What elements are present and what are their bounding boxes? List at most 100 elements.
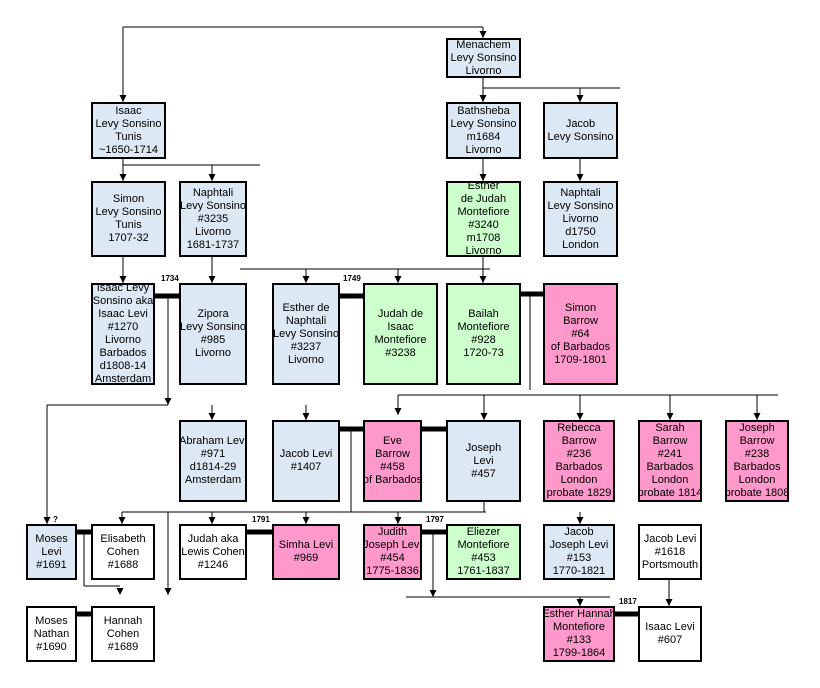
arrowhead-icon xyxy=(116,588,124,595)
arrowhead-icon xyxy=(576,413,584,420)
person-text-line: Livorno xyxy=(194,225,232,238)
person-text-line: Rebecca xyxy=(557,422,601,434)
person-text-line: Montefiore xyxy=(457,539,510,551)
arrowhead-icon xyxy=(43,517,51,524)
person-text-line: Zipora xyxy=(197,308,229,320)
person-box-isaac-607: Isaac Levi#607 xyxy=(638,606,702,662)
person-text-line: #458 xyxy=(380,461,405,473)
person-text-line: Barrow xyxy=(563,314,598,327)
person-text-line: Moses xyxy=(35,532,68,545)
person-text-line: #241 xyxy=(657,448,683,460)
arrowhead-icon xyxy=(429,590,437,597)
person-text-line: d1814-29 xyxy=(189,461,237,473)
arrowhead-icon xyxy=(576,517,584,524)
person-text-line: Amsterdam xyxy=(94,373,152,385)
person-text-line: 1770-1821 xyxy=(552,565,606,577)
person-text-line: Isaac Levi xyxy=(98,308,148,320)
person-text-line: Joseph Levi xyxy=(549,539,609,551)
person-text-line: Livorno xyxy=(465,64,502,77)
person-text-line: Barbados xyxy=(733,461,781,473)
person-text-line: de Judah xyxy=(460,193,507,205)
person-text-line: Montefiore xyxy=(553,621,605,633)
marriage-year-label: 1797 xyxy=(426,515,444,524)
arrowhead-icon xyxy=(208,413,216,420)
person-text-line: Sarah xyxy=(655,422,685,434)
person-text-line: probate 1829 xyxy=(546,487,612,499)
person-text-line: of Barbados xyxy=(363,474,422,486)
person-text-line: Montefiore xyxy=(457,321,510,333)
person-text-line: Joseph xyxy=(739,422,775,434)
person-text-line: Livorno xyxy=(104,334,142,346)
person-box-jacob-1407: Jacob Levi#1407 xyxy=(272,420,340,502)
person-text-line: #454 xyxy=(380,552,405,564)
person-text-line: #1691 xyxy=(36,558,67,571)
person-text-line: Bathsheba xyxy=(457,104,510,117)
person-text-line: #1688 xyxy=(107,558,139,571)
person-text-line: Simha Levi xyxy=(278,539,334,551)
person-text-line: Levy Sonsino xyxy=(547,199,614,212)
arrowhead-icon xyxy=(164,588,172,595)
person-text-line: #1246 xyxy=(197,558,229,571)
person-text-line: Barrow xyxy=(739,435,775,447)
person-text-line: Tunis xyxy=(115,219,142,231)
person-text-line: #133 xyxy=(566,634,592,646)
person-text-line: Barrow xyxy=(561,435,597,447)
person-text-line: #1270 xyxy=(107,321,139,333)
person-text-line: #64 xyxy=(571,327,590,340)
person-text-line: probate 1808 xyxy=(725,487,789,499)
arrowhead-icon xyxy=(480,413,488,420)
marriage-year-label: ? xyxy=(53,515,58,524)
person-text-line: ~1650-1714 xyxy=(98,143,159,156)
person-text-line: Levy Sonsino xyxy=(95,206,162,218)
person-text-line: #3235 xyxy=(197,212,229,225)
person-text-line: m1708 xyxy=(466,232,501,244)
arrowhead-icon xyxy=(119,276,127,283)
person-text-line: Livorno xyxy=(562,212,599,225)
marriage-year-label: 1749 xyxy=(343,274,361,283)
arrowhead-icon xyxy=(394,408,402,415)
person-text-line: Isaac Levi xyxy=(645,621,695,633)
person-text-line: Livorno xyxy=(194,347,232,359)
arrowhead-icon xyxy=(119,95,127,102)
person-text-line: 1799-1864 xyxy=(552,647,606,659)
person-text-line: 1761-1837 xyxy=(457,565,510,577)
person-text-line: Barbados xyxy=(555,461,603,473)
person-text-line: Esther Hannah xyxy=(543,608,615,620)
person-text-line: Livorno xyxy=(287,353,325,366)
arrowhead-icon xyxy=(479,174,487,181)
person-text-line: Jacob xyxy=(565,117,596,130)
person-text-line: Levy Sonsino xyxy=(179,321,247,333)
person-text-line: London xyxy=(738,474,776,486)
person-text-line: d1750 xyxy=(565,225,596,238)
person-text-line: Jacob Levi xyxy=(643,532,697,545)
arrowhead-icon xyxy=(208,276,216,283)
person-text-line: Abraham Levi xyxy=(179,435,247,447)
person-text-line: #3237 xyxy=(290,340,322,353)
person-text-line: #236 xyxy=(566,448,592,460)
person-text-line: Jacob Levi xyxy=(279,448,333,460)
person-text-line: Levi xyxy=(473,454,494,467)
person-text-line: m1684 xyxy=(466,130,501,143)
person-text-line: 1775-1836 xyxy=(366,565,419,577)
person-text-line: Portsmouth xyxy=(641,558,699,571)
person-text-line: Barbados xyxy=(646,461,694,473)
person-text-line: 1681-1737 xyxy=(186,238,240,251)
